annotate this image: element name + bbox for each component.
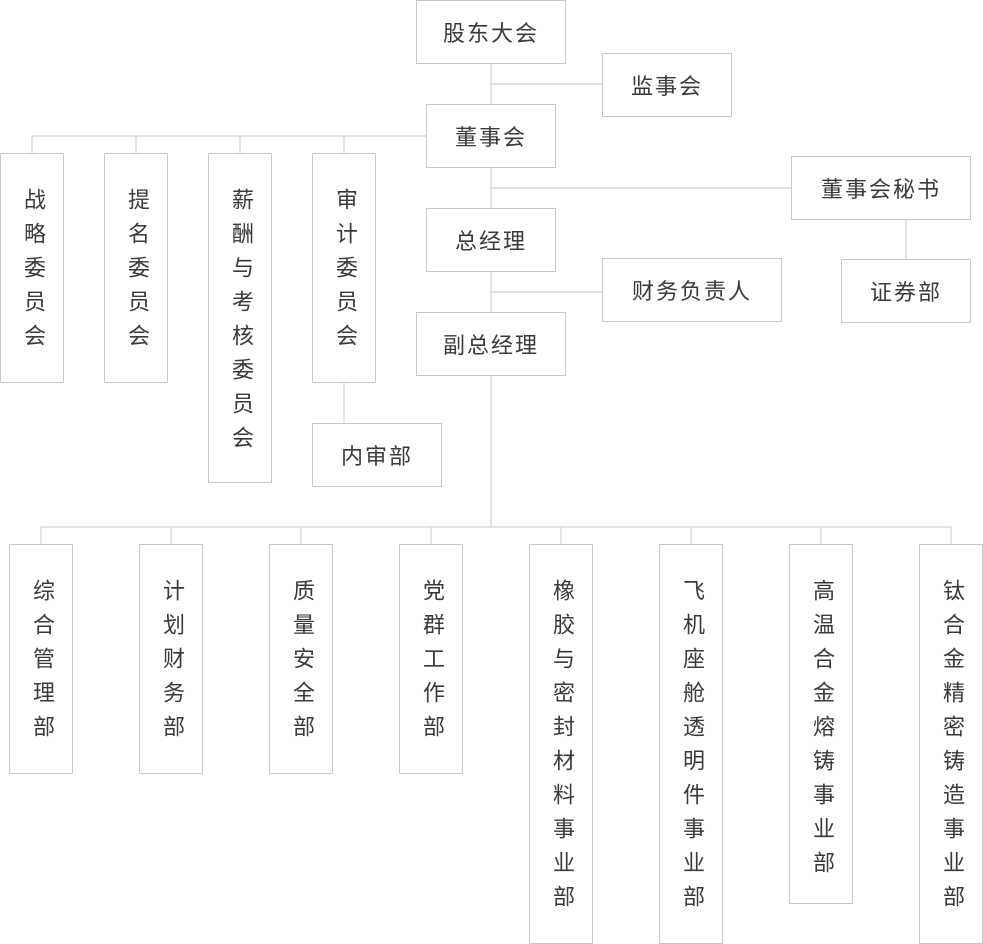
department-box: 质量安全部 — [269, 544, 333, 774]
node-board: 董事会 — [426, 104, 556, 168]
committee-label: 战略委员会 — [20, 188, 45, 358]
committee-label: 提名委员会 — [124, 188, 149, 358]
department-box: 党群工作部 — [399, 544, 463, 774]
department-box: 综合管理部 — [9, 544, 73, 774]
node-cfo: 财务负责人 — [602, 258, 782, 322]
department-box: 橡胶与密封材料事业部 — [529, 544, 593, 944]
department-label: 综合管理部 — [29, 579, 54, 749]
node-deputy-gm: 副总经理 — [416, 312, 566, 376]
department-label: 橡胶与密封材料事业部 — [549, 579, 574, 919]
department-label: 质量安全部 — [289, 579, 314, 749]
department-label: 计划财务部 — [159, 579, 184, 749]
node-internal-audit: 内审部 — [312, 423, 442, 487]
node-supervisors: 监事会 — [602, 53, 732, 117]
department-label: 钛合金精密铸造事业部 — [939, 579, 964, 919]
node-board-secretary: 董事会秘书 — [791, 156, 971, 220]
committee-box: 薪酬与考核委员会 — [208, 153, 272, 483]
department-box: 高温合金熔铸事业部 — [789, 544, 853, 904]
committee-label: 薪酬与考核委员会 — [228, 188, 253, 460]
department-box: 计划财务部 — [139, 544, 203, 774]
committee-box: 战略委员会 — [0, 153, 64, 383]
department-label: 飞机座舱透明件事业部 — [679, 579, 704, 919]
committee-box: 审计委员会 — [312, 153, 376, 383]
node-securities-dept: 证券部 — [841, 259, 971, 323]
committee-box: 提名委员会 — [104, 153, 168, 383]
department-box: 钛合金精密铸造事业部 — [919, 544, 983, 944]
node-general-manager: 总经理 — [426, 208, 556, 272]
department-label: 高温合金熔铸事业部 — [809, 579, 834, 885]
node-shareholders: 股东大会 — [416, 0, 566, 64]
department-box: 飞机座舱透明件事业部 — [659, 544, 723, 944]
department-label: 党群工作部 — [419, 579, 444, 749]
committee-label: 审计委员会 — [332, 188, 357, 358]
